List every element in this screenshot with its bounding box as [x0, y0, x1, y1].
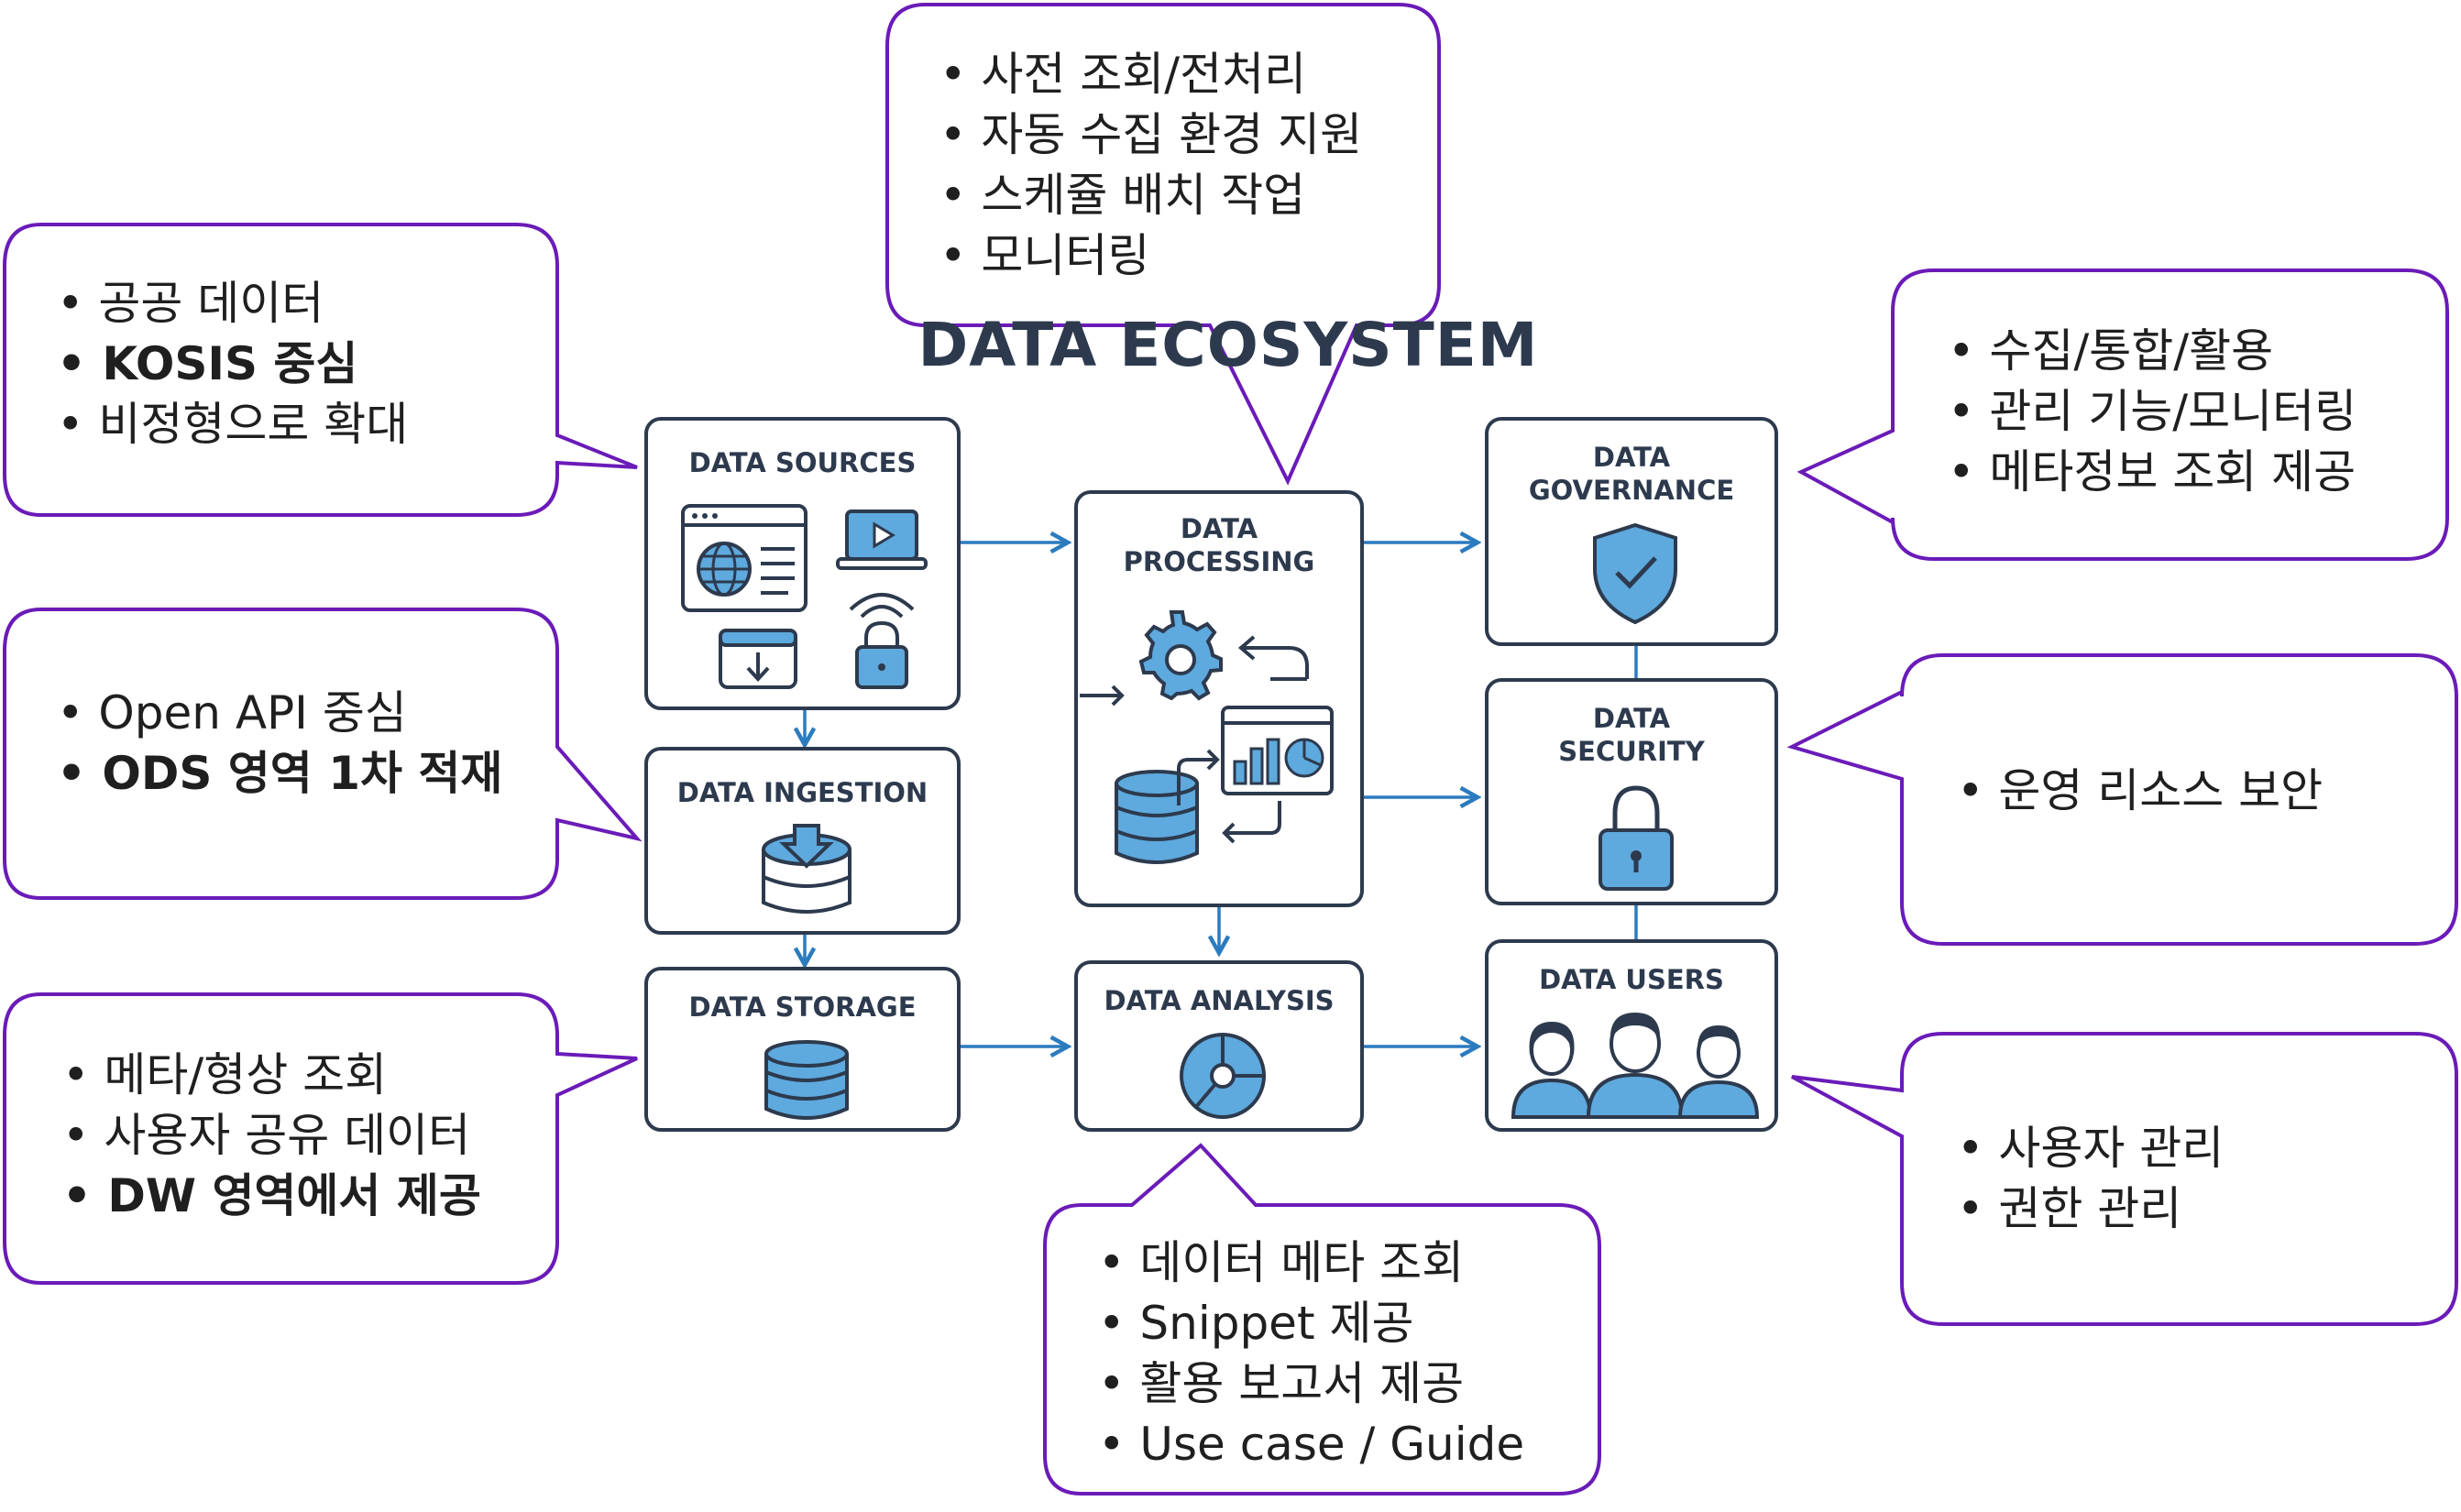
callout-text-governance: 수집/통합/활용 관리 기능/모니터링 메타정보 조회 제공: [1948, 321, 2357, 502]
callout-text-ingestion: Open API 중심 ODS 영역 1차 적재: [57, 683, 502, 804]
callout-item: 메타정보 조회 제공: [1948, 442, 2357, 502]
node-label-analysis: DATA ANALYSIS: [1104, 985, 1335, 1016]
callout-item: 운영 리소스 보안: [1957, 761, 2323, 821]
callout-item: Use case / Guide: [1098, 1414, 1524, 1474]
diagram-title: DATA ECOSYSTEM: [917, 310, 1539, 380]
database-download-icon: [762, 824, 851, 914]
callout-item: ODS 영역 1차 적재: [57, 743, 502, 804]
callout-item: 관리 기능/모니터링: [1948, 381, 2357, 442]
callout-item: 활용 보고서 제공: [1098, 1353, 1524, 1414]
callout-item: 메타/형상 조회: [62, 1045, 481, 1105]
callout-item: 스케쥴 배치 작업: [939, 165, 1362, 225]
callout-item: DW 영역에서 제공: [62, 1166, 480, 1226]
refresh-arrow-icon: [1237, 635, 1309, 681]
flow-arrows: [1080, 685, 1281, 844]
callout-text-processing: 사전 조회/전처리 자동 수집 환경 지원 스케쥴 배치 작업 모니터링: [939, 44, 1362, 286]
node-data-ingestion[interactable]: DATA INGESTION: [644, 747, 961, 935]
users-group-icon: [1511, 1013, 1760, 1119]
callout-text-security: 운영 리소스 보안: [1957, 761, 2323, 821]
callout-item: 사용자 관리: [1957, 1118, 2224, 1178]
node-label-governance: DATA GOVERNANCE: [1528, 442, 1735, 506]
callout-item: 수집/통합/활용: [1948, 321, 2357, 381]
node-label-processing: DATA PROCESSING: [1123, 513, 1315, 577]
tablet-download-icon: [719, 629, 797, 689]
node-data-security[interactable]: DATA SECURITY: [1485, 678, 1778, 905]
node-data-processing[interactable]: DATA PROCESSING: [1074, 490, 1364, 907]
wifi-icon: [849, 593, 915, 619]
database-icon: [764, 1040, 849, 1120]
callout-item: 공공 데이터: [57, 273, 408, 334]
node-label-storage: DATA STORAGE: [688, 992, 917, 1023]
browser-globe-icon: [681, 504, 808, 612]
chart-window-icon: [1221, 706, 1334, 795]
laptop-video-icon: [836, 509, 928, 570]
node-data-users[interactable]: DATA USERS: [1485, 939, 1778, 1132]
node-data-sources[interactable]: DATA SOURCES: [644, 417, 961, 710]
callout-item: Snippet 제공: [1098, 1293, 1524, 1353]
node-data-analysis[interactable]: DATA ANALYSIS: [1074, 960, 1364, 1132]
callout-text-users: 사용자 관리 권한 관리: [1957, 1118, 2224, 1239]
node-label-security: DATA SECURITY: [1558, 703, 1705, 767]
callout-item: 권한 관리: [1957, 1178, 2224, 1239]
callout-text-analysis: 데이터 메타 조회 Snippet 제공 활용 보고서 제공 Use case …: [1098, 1233, 1524, 1474]
node-data-governance[interactable]: DATA GOVERNANCE: [1485, 417, 1778, 646]
pie-chart-icon: [1180, 1033, 1266, 1119]
callout-text-sources: 공공 데이터 KOSIS 중심 비정형으로 확대: [57, 273, 408, 455]
callout-text-storage: 메타/형상 조회 사용자 공유 데이터 DW 영역에서 제공: [62, 1045, 481, 1226]
lock-icon: [855, 620, 908, 689]
node-label-sources: DATA SOURCES: [688, 447, 917, 478]
callout-item: 사전 조회/전처리: [939, 44, 1362, 104]
gear-icon: [1138, 610, 1223, 701]
callout-item: 데이터 메타 조회: [1098, 1233, 1524, 1293]
node-label-ingestion: DATA INGESTION: [676, 777, 928, 808]
node-data-storage[interactable]: DATA STORAGE: [644, 967, 961, 1132]
callout-item: 비정형으로 확대: [57, 394, 408, 455]
callout-item: 모니터링: [939, 225, 1362, 286]
padlock-icon: [1599, 785, 1674, 891]
shield-check-icon: [1593, 522, 1677, 625]
callout-item: 자동 수집 환경 지원: [939, 104, 1362, 165]
node-label-users: DATA USERS: [1539, 964, 1724, 995]
callout-item: 사용자 공유 데이터: [62, 1105, 481, 1166]
callout-item: Open API 중심: [57, 683, 502, 743]
callout-item: KOSIS 중심: [57, 334, 408, 394]
